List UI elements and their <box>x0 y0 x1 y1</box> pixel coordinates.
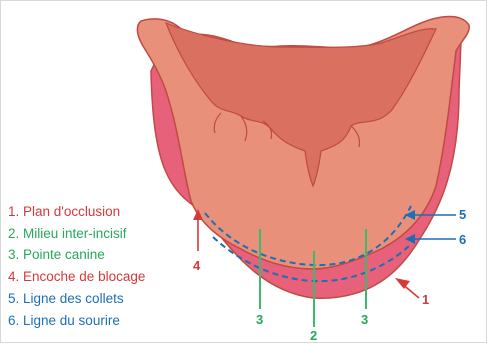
legend-item-occlusion: 1. Plan d'occlusion <box>8 201 145 223</box>
legend-item-collets: 5. Ligne des collets <box>8 288 145 310</box>
callout-notch: 4 <box>193 259 200 273</box>
callout-canine-left: 3 <box>256 313 263 327</box>
legend-item-notch: 4. Encoche de blocage <box>8 266 145 288</box>
legend-item-midline: 2. Milieu inter-incisif <box>8 223 145 245</box>
legend-item-smile: 6. Ligne du sourire <box>8 310 145 332</box>
occlusion-arrow-head <box>395 278 410 289</box>
legend-item-canine: 3. Pointe canine <box>8 244 145 266</box>
legend: 1. Plan d'occlusion 2. Milieu inter-inci… <box>8 201 145 331</box>
callout-midline: 2 <box>310 329 317 343</box>
callout-collets: 5 <box>459 208 466 222</box>
callout-smile: 6 <box>459 233 466 247</box>
callout-occlusion: 1 <box>422 293 429 307</box>
callout-canine-right: 3 <box>361 313 368 327</box>
